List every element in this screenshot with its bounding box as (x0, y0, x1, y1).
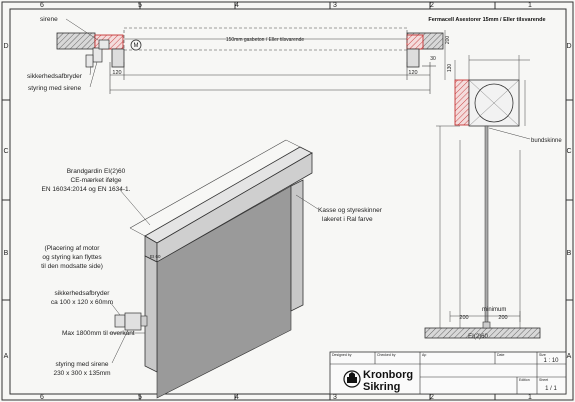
label-brand-1: Brandgardin EI(2)60 (67, 168, 126, 175)
label-rating: EI(2)60 (468, 334, 488, 340)
dim-200-right: 200 (498, 315, 507, 321)
tb-designed-by: Designed by (332, 353, 352, 357)
tb-scale: 1 : 10 (543, 358, 559, 364)
col-label-top: 3 (333, 2, 337, 9)
iso-ei-label: EI 60 (150, 254, 161, 259)
col-label-bottom: 2 (430, 394, 434, 401)
label-fermacell: Fermacell Asestorer 15mm / Eller tilsvar… (428, 17, 545, 23)
label-sikk-1: sikkerhedsafbryder (55, 290, 111, 297)
label-sikkerhedsafbryder: sikkerhedsafbryder (27, 73, 83, 80)
col-label-top: 1 (528, 2, 532, 9)
col-label-top: 6 (40, 2, 44, 9)
label-sikk-2: ca 100 x 120 x 60mm (51, 299, 113, 306)
col-label-bottom: 3 (333, 394, 337, 401)
col-label-bottom: 4 (235, 394, 239, 401)
label-brand-2: CE-mærket ifølge (71, 177, 122, 184)
label-styr-2: 230 x 300 x 135mm (53, 370, 110, 377)
col-label-top: 2 (430, 2, 434, 9)
label-kasse-1: Kasse og styreskinner (318, 207, 383, 214)
iso-view (114, 139, 313, 399)
tb-edition: Edition (519, 378, 530, 382)
dim-120-right: 120 (408, 70, 417, 76)
label-brand-3: EN 16034:2014 og EN 1634-1. (42, 186, 131, 193)
row-label-right: D (566, 43, 571, 50)
label-styring: styring med sirene (28, 85, 81, 92)
label-minimum: minimum (482, 307, 506, 313)
label-styr-1: styring med sirene (55, 361, 108, 368)
tb-size-label: Size (539, 353, 546, 357)
logo-emblem-icon (343, 370, 361, 388)
border-zone-labels: 6 5 4 3 2 1 6 5 4 3 2 1 D C B A D C B A (3, 2, 571, 401)
label-place-2: og styring kan flyttes (42, 254, 102, 261)
label-kasse-2: lakeret i Ral farve (322, 216, 373, 223)
label-place-1: (Placering af motor (45, 245, 101, 252)
row-label-left: D (3, 43, 8, 50)
label-sirene: sirene (40, 16, 58, 23)
col-label-bottom: 5 (138, 394, 142, 401)
row-label-right: B (567, 250, 572, 257)
dim-130: 130 (447, 64, 453, 73)
section-view (424, 30, 541, 339)
tb-approved: Ap (422, 353, 426, 357)
dim-150-label: 150mm gasbeton / Eller tilsvarende (226, 37, 305, 43)
row-label-right: A (567, 353, 572, 360)
tb-checked-by: Checked by (377, 353, 396, 357)
col-label-top: 5 (138, 2, 142, 9)
label-bundskinne: bundskinne (531, 138, 562, 144)
dim-200-left: 200 (459, 315, 468, 321)
label-place-3: til den modsatte side) (41, 263, 103, 270)
row-label-left: A (4, 353, 9, 360)
kronborg-logo: Kronborg Sikring (343, 369, 413, 393)
tb-sheet: 1 / 1 (545, 386, 557, 392)
row-label-left: C (3, 148, 8, 155)
logo-text-line1: Kronborg (363, 369, 413, 381)
logo-text-line2: Sikring (363, 381, 400, 393)
plan-view: M (56, 27, 444, 94)
tb-date: Date (497, 353, 504, 357)
dim-200-top: 200 (445, 36, 451, 45)
label-max-height: Max 1800mm til overkant (62, 330, 135, 337)
motor-symbol: M (134, 43, 139, 49)
row-label-right: C (566, 148, 571, 155)
dim-120-left: 120 (112, 70, 121, 76)
col-label-top: 4 (235, 2, 239, 9)
row-label-left: B (4, 250, 9, 257)
col-label-bottom: 1 (528, 394, 532, 401)
title-block (329, 351, 567, 395)
col-label-bottom: 6 (40, 394, 44, 401)
dim-30: 30 (430, 56, 436, 62)
tb-sheet-label: Sheet (539, 378, 548, 382)
